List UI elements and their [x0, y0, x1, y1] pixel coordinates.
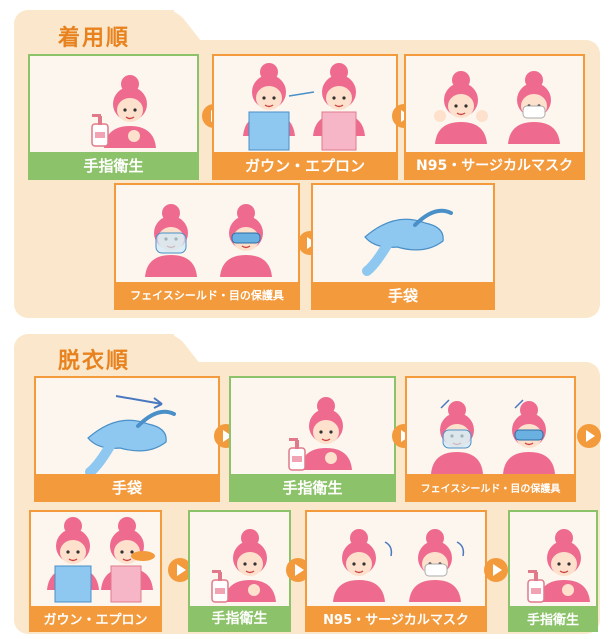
face-shield-icon — [144, 203, 273, 278]
step-label: ガウン・エプロン — [214, 152, 396, 178]
next-arrow-icon — [577, 424, 601, 448]
mask-icon — [434, 70, 561, 145]
gown-apron-icon — [242, 62, 366, 151]
step-label: 手袋 — [36, 474, 218, 500]
hand-hygiene-icon — [527, 528, 591, 603]
step-label: 手指衛生 — [190, 606, 289, 630]
step-label: フェイスシールド・目の保護具 — [116, 282, 298, 308]
doffing-step-gown: ガウン・エプロン — [29, 510, 162, 632]
hand-hygiene-icon — [288, 396, 353, 471]
donning-title: 着用順 — [58, 26, 131, 51]
donning-step-face-shield: フェイスシールド・目の保護具 — [114, 183, 300, 310]
step-label: N95・サージカルマスク — [406, 152, 583, 178]
step-label: 手指衛生 — [510, 606, 596, 630]
gloves-icon — [313, 185, 495, 284]
doffing-step-face-shield: フェイスシールド・目の保護具 — [405, 376, 576, 502]
step-label: ガウン・エプロン — [31, 606, 160, 630]
step-label: N95・サージカルマスク — [307, 606, 485, 630]
doffing-step-gloves: 手袋 — [34, 376, 220, 502]
doffing-step-hand-hygiene-1: 手指衛生 — [229, 376, 396, 502]
face-shield-icon — [430, 399, 556, 475]
donning-step-mask: N95・サージカルマスク — [404, 54, 585, 180]
step-label: 手袋 — [313, 282, 493, 308]
doffing-step-mask: N95・サージカルマスク — [305, 510, 487, 632]
donning-step-hand-hygiene: 手指衛生 — [28, 54, 199, 180]
donning-step-gown: ガウン・エプロン — [212, 54, 398, 180]
doffing-step-hand-hygiene-2: 手指衛生 — [188, 510, 291, 632]
gown-apron-icon — [46, 516, 155, 603]
donning-step-gloves: 手袋 — [311, 183, 495, 310]
doffing-step-hand-hygiene-3: 手指衛生 — [508, 510, 598, 632]
step-label: 手指衛生 — [30, 152, 197, 178]
step-label: 手指衛生 — [231, 474, 394, 500]
mask-icon — [332, 528, 465, 603]
gloves-icon — [36, 395, 220, 476]
hand-hygiene-icon — [91, 74, 157, 149]
next-arrow-icon — [484, 558, 508, 582]
step-label: フェイスシールド・目の保護具 — [407, 474, 574, 500]
hand-hygiene-icon — [211, 528, 277, 603]
doffing-title: 脱衣順 — [58, 349, 131, 374]
